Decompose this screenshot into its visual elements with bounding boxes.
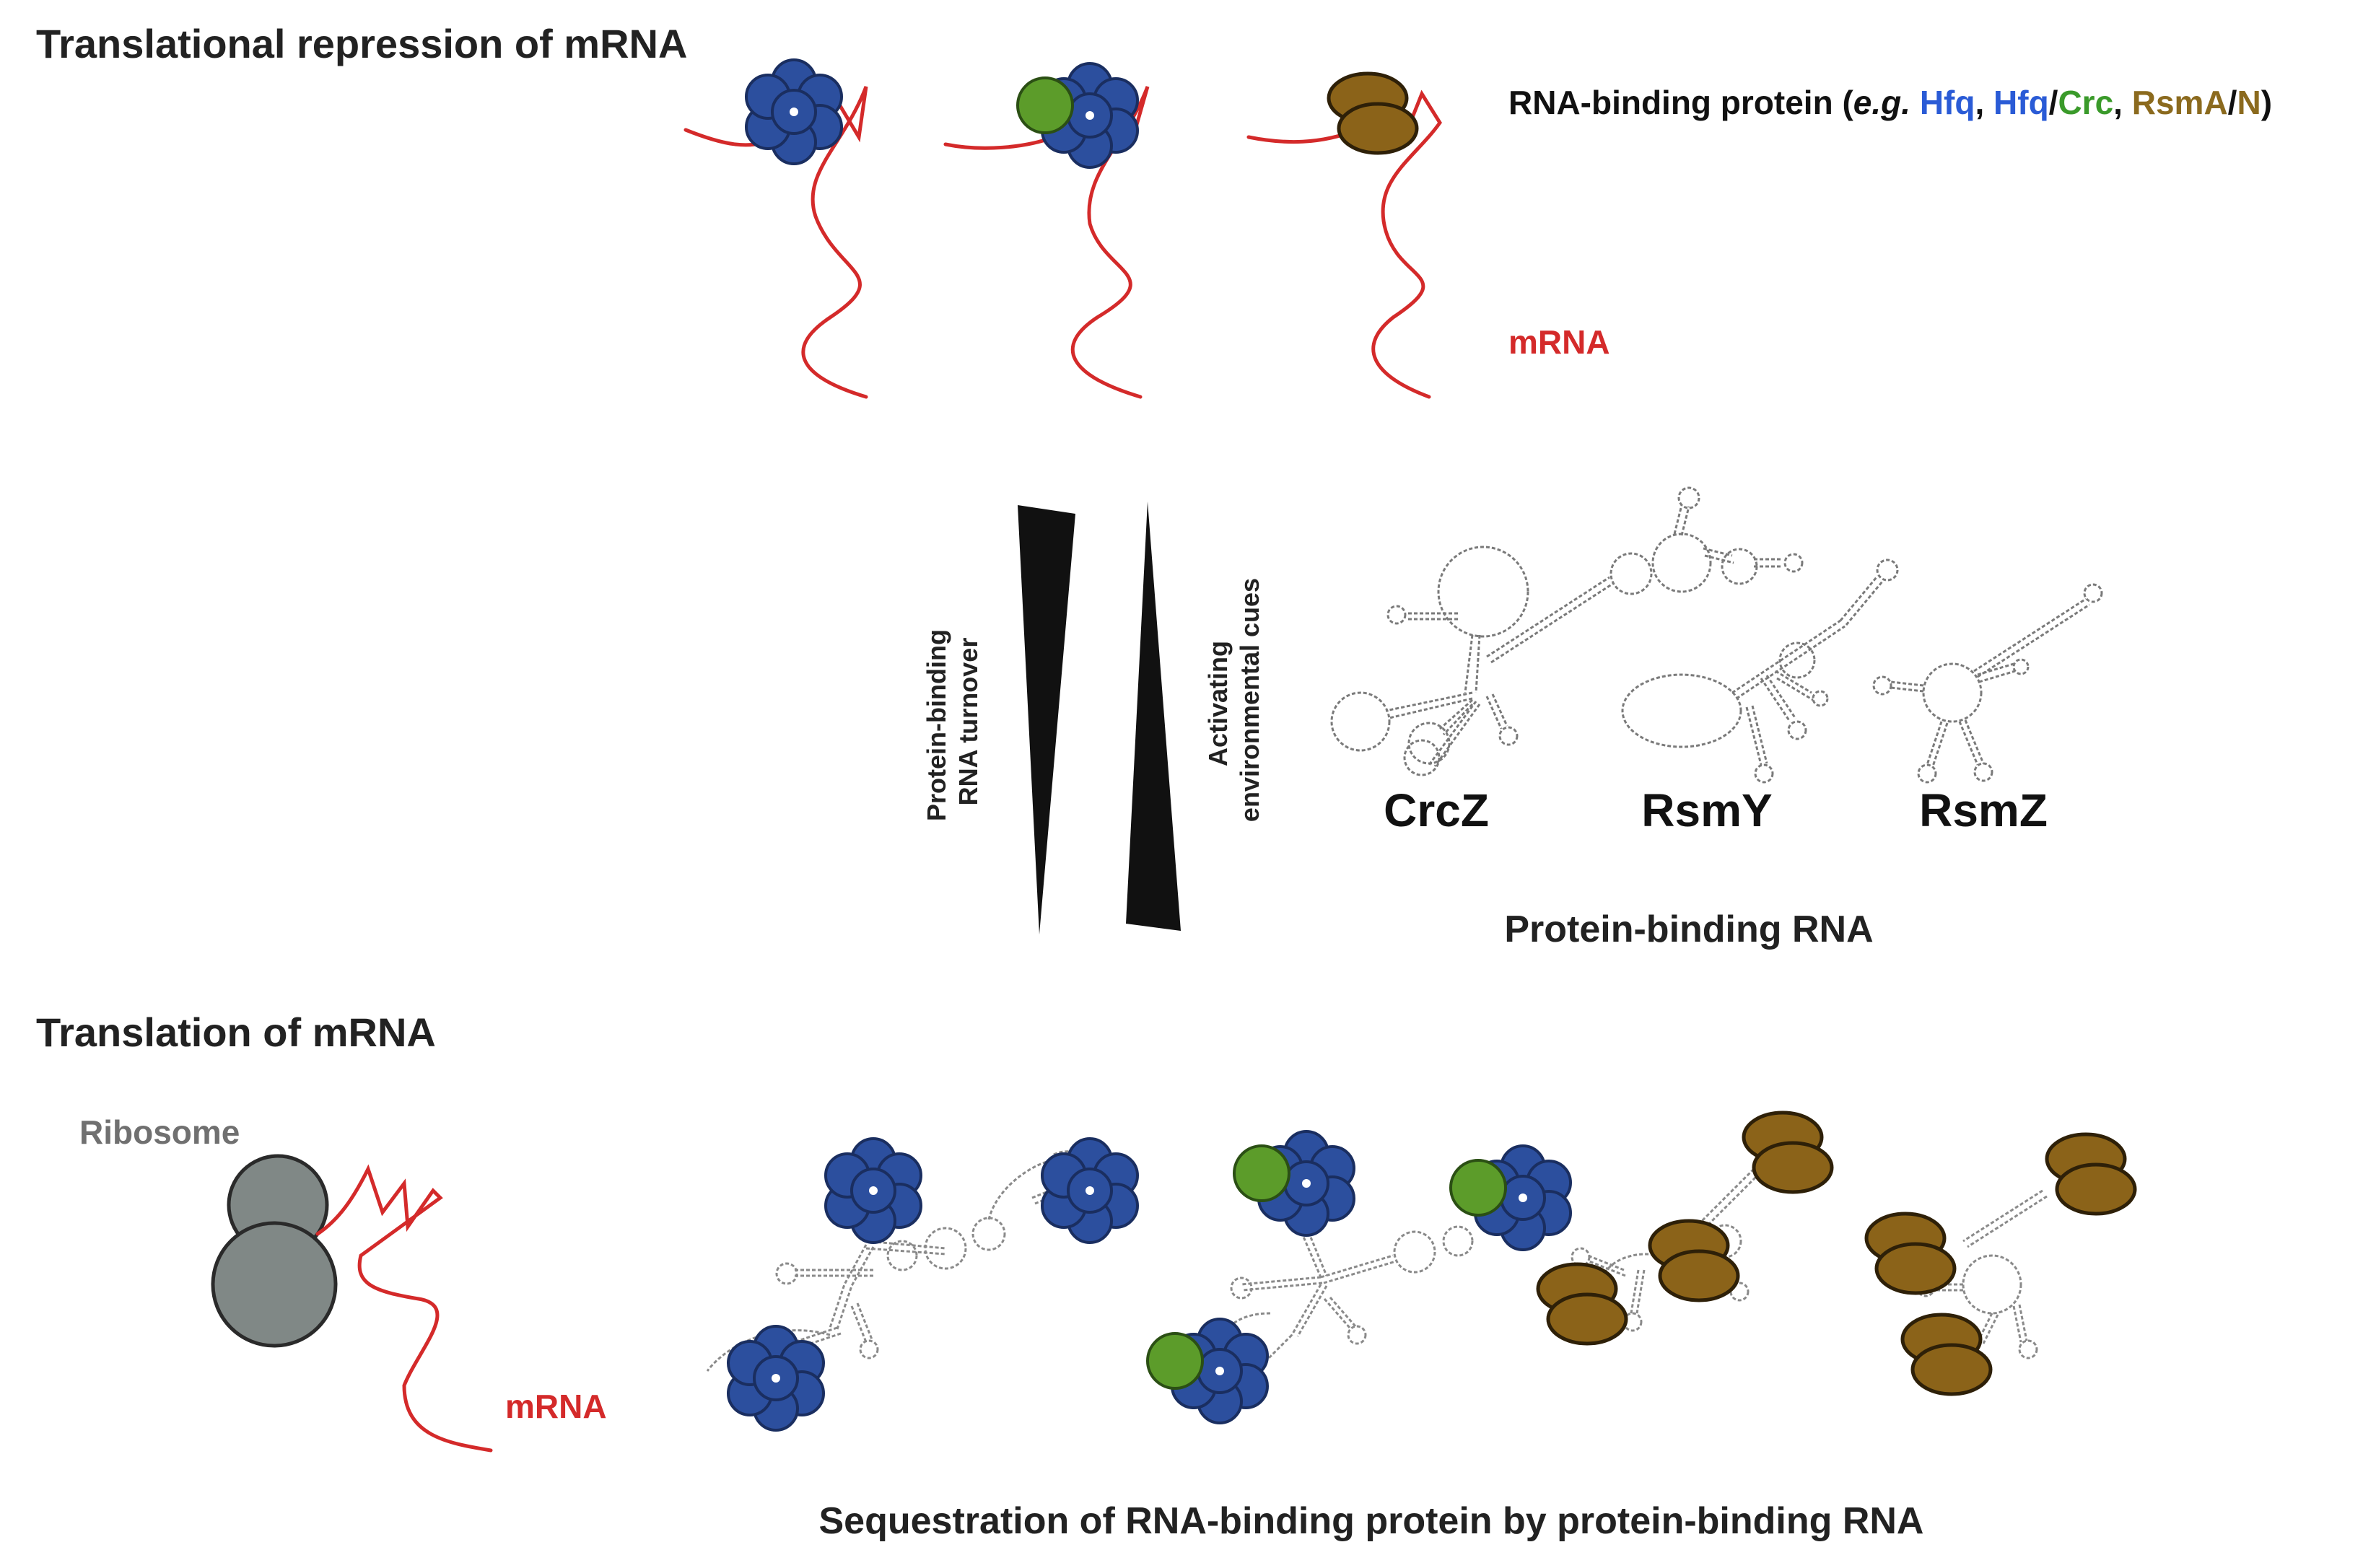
label-mrna-bottom: mRNA	[505, 1388, 607, 1425]
rsmz-structure	[1872, 583, 2103, 784]
hfq-crc-on-mrna	[1018, 63, 1137, 167]
mrna-strand-bottom	[315, 1164, 493, 1453]
label-protein-binding-rna: Protein-binding RNA	[1504, 908, 1873, 950]
label-activating-cues: Activating environmental cues	[1203, 578, 1265, 822]
rsma-on-mrna	[1329, 74, 1417, 153]
label-ribosome: Ribosome	[79, 1113, 240, 1151]
wedge-protein-binding-rna-turnover	[1018, 505, 1075, 934]
label-turnover: Protein-binding RNA turnover	[922, 622, 983, 821]
label-rsmy: RsmY	[1641, 784, 1772, 836]
crcz-structure	[1330, 486, 1804, 776]
label-rsmz: RsmZ	[1919, 784, 2048, 836]
sequestration-rsma-rsmy	[1538, 1113, 1832, 1344]
heading-translation: Translation of mRNA	[36, 1009, 436, 1055]
mrna-strand-2	[943, 86, 1150, 399]
wedge-activating-environmental-cues	[1126, 502, 1181, 931]
label-mrna-top: mRNA	[1508, 323, 1610, 361]
hfq-on-mrna	[745, 58, 843, 165]
label-sequestration: Sequestration of RNA-binding protein by …	[819, 1500, 1924, 1542]
legend-rna-binding-protein: RNA-binding protein (e.g. Hfq, Hfq/Crc, …	[1508, 84, 2272, 121]
heading-translational-repression: Translational repression of mRNA	[36, 21, 687, 66]
sequestration-rsma-rsmz	[1866, 1134, 2135, 1394]
label-crcz: CrcZ	[1384, 784, 1489, 836]
ribosome	[211, 1154, 338, 1348]
sequestration-hfq-crcz	[706, 1137, 1139, 1432]
sequestration-hfq-crc-crcz	[1148, 1131, 1571, 1423]
rsmy-structure	[1621, 559, 1899, 784]
